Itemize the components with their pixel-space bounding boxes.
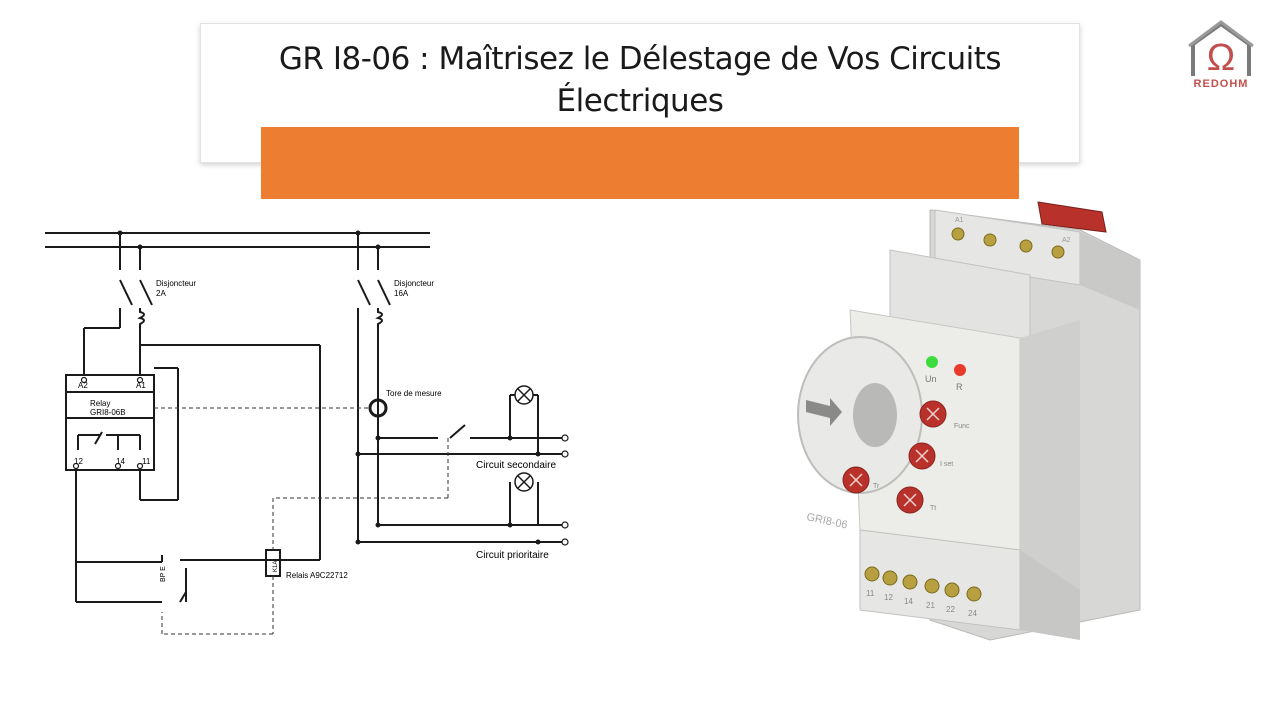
torus-icon	[368, 398, 388, 418]
knob-tr-label: Tr	[873, 483, 880, 490]
breaker1-rating: 2A	[156, 289, 166, 298]
knob-tt-label: Tt	[930, 505, 936, 512]
logo-text: REDOHM	[1193, 78, 1249, 90]
torus-label: Tore de mesure	[386, 389, 442, 398]
slide-title-line2: Électriques	[556, 83, 724, 119]
device-model-label: GRI8-06	[805, 511, 848, 531]
arrow-icon	[806, 398, 842, 426]
accent-bar	[261, 127, 1019, 199]
relay-term-a1: A1	[136, 381, 146, 390]
relay-model: GRI8-06B	[90, 408, 126, 417]
bottom-terminal-12: 12	[884, 593, 893, 602]
relay-term-12: 12	[74, 457, 83, 466]
led-on-label: Un	[925, 374, 937, 384]
circuit-secondary-label: Circuit secondaire	[476, 460, 556, 471]
bottom-terminal-14: 14	[904, 597, 913, 606]
gri8-06-device: Un R Func I set Tr Tt GRI8-06 A1 A2 11 1…	[797, 201, 1141, 641]
relay-term-a2: A2	[78, 381, 88, 390]
omega-glyph: Ω	[1207, 37, 1235, 79]
breaker2-label: Disjoncteur	[394, 279, 434, 288]
led-on-icon	[926, 356, 938, 368]
bottom-terminal-21: 21	[926, 601, 935, 610]
bottom-terminal-11: 11	[866, 589, 875, 598]
led-r-icon	[954, 364, 966, 376]
redohm-logo: Ω REDOHM	[1183, 18, 1259, 98]
bottom-terminal-22: 22	[946, 605, 955, 614]
led-r-label: R	[956, 382, 963, 392]
circuit-priority-label: Circuit prioritaire	[476, 550, 549, 561]
relay-term-14: 14	[116, 457, 125, 466]
pushbutton-label: BP E	[160, 566, 167, 582]
top-terminal-a1: A1	[955, 217, 964, 224]
relais-label: Relais A9C22712	[286, 571, 348, 580]
relay-box	[65, 374, 155, 471]
bottom-terminal-24: 24	[968, 609, 977, 618]
wiring-schematic: Disjoncteur 2A Disjoncteur 16A A2 A1 Rel…	[45, 230, 569, 635]
relay-term-11: 11	[142, 457, 151, 466]
breaker2-rating: 16A	[394, 289, 409, 298]
breaker1-label: Disjoncteur	[156, 279, 196, 288]
knob-iset-label: I set	[940, 461, 953, 468]
top-terminal-a2: A2	[1062, 237, 1071, 244]
relay-label: Relay	[90, 399, 110, 408]
slide-title: GR I8-06 : Maîtrisez le Délestage de Vos…	[201, 38, 1079, 122]
relais-coil-label: K1A	[273, 561, 279, 572]
logo-house-icon: Ω	[1188, 20, 1254, 79]
slide-title-line1: GR I8-06 : Maîtrisez le Délestage de Vos…	[278, 41, 1002, 77]
knob-func-label: Func	[954, 423, 970, 430]
